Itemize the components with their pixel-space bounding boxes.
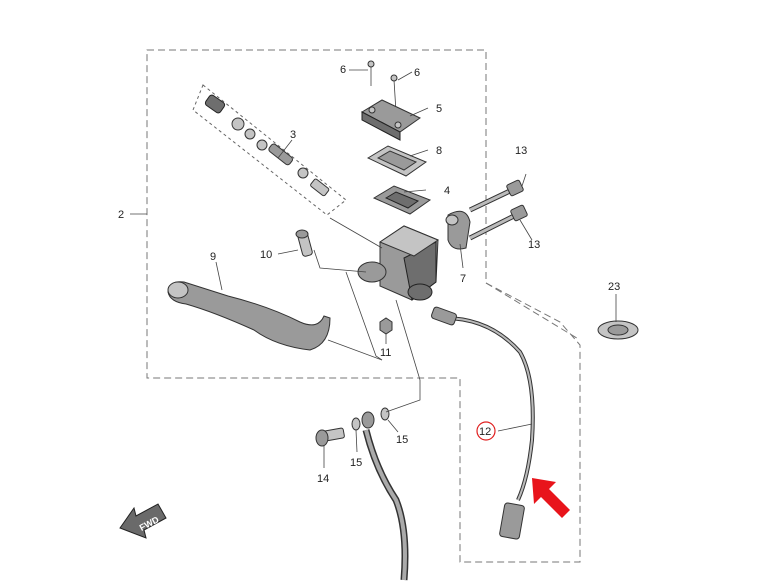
rubber-boot-part[interactable] (597, 320, 639, 340)
callout-4: 4 (444, 185, 450, 197)
master-cylinder-assembly-boundary (146, 49, 581, 563)
callout-11: 11 (380, 347, 391, 359)
pivot-bolt-part[interactable] (295, 229, 313, 257)
clamp-bolt-part-a[interactable] (468, 179, 524, 213)
brake-switch-cable-part[interactable] (431, 306, 535, 540)
callout-2: 2 (118, 209, 124, 221)
brake-lever-part[interactable] (167, 281, 331, 351)
piston-kit-part[interactable] (204, 94, 330, 197)
pivot-nut-part[interactable] (379, 317, 393, 335)
callout-15a: 15 (350, 457, 362, 469)
callout-13b: 13 (528, 239, 540, 251)
brake-hose[interactable] (361, 411, 409, 581)
callout-8: 8 (436, 145, 442, 157)
kit-3-boundary (192, 84, 347, 216)
fwd-arrow-icon: FWD (119, 503, 167, 539)
washer-part-b[interactable] (380, 407, 390, 421)
leader-lines (130, 69, 617, 468)
callout-13a: 13 (515, 145, 527, 157)
callout-14: 14 (317, 473, 329, 485)
diaphragm-plate-part[interactable] (366, 145, 428, 177)
cable-route-line (485, 282, 581, 341)
callout-5: 5 (436, 103, 442, 115)
callout-9: 9 (210, 251, 216, 263)
callout-6a: 6 (340, 64, 346, 76)
reservoir-cap-part[interactable] (360, 99, 421, 141)
clamp-bolt-part-b[interactable] (468, 204, 528, 241)
callout-10: 10 (260, 249, 272, 261)
screw-part-a[interactable] (367, 60, 375, 86)
callout-12: 12 (479, 426, 491, 438)
callout-12-highlight-ring (476, 421, 496, 441)
callout-15b: 15 (396, 434, 408, 446)
union-bolt-part[interactable] (315, 427, 345, 447)
holder-clamp-part[interactable] (445, 210, 471, 250)
red-pointer-arrow-icon (532, 478, 570, 518)
callout-23: 23 (608, 281, 620, 293)
diaphragm-part[interactable] (372, 185, 432, 215)
callout-3: 3 (290, 129, 296, 141)
callout-6b: 6 (414, 67, 420, 79)
callout-labels: 2 3 4 5 6 6 7 8 9 10 11 12 13 13 14 15 1… (118, 64, 620, 485)
washer-part-a[interactable] (351, 417, 361, 431)
callout-7: 7 (460, 273, 466, 285)
master-cylinder-body[interactable] (357, 225, 440, 301)
